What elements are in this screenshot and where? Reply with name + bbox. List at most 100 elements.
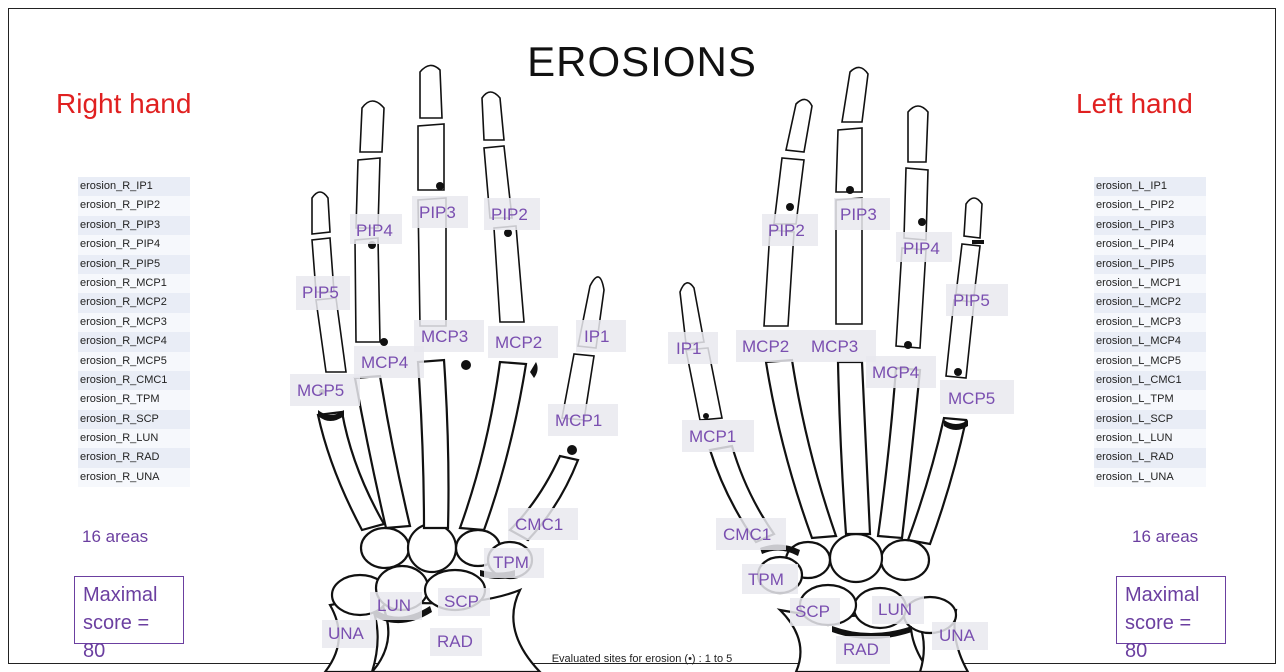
label-l-scp: SCP [795,602,830,621]
left-metacarpal-3 [838,362,870,534]
left-metacarpal-5 [908,418,966,544]
label-r-pip2: PIP2 [491,205,528,224]
variable-list-item: erosion_L_PIP4 [1094,235,1206,254]
left-carpal-hamate [881,540,929,580]
variable-list-item: erosion_R_PIP5 [78,255,190,274]
label-r-pip4: PIP4 [356,221,393,240]
left-phalanx-3-mid [836,128,862,192]
label-r-rad: RAD [437,632,473,651]
right-hand-score-line1: Maximal [83,581,175,609]
variable-list-item: erosion_L_MCP5 [1094,352,1206,371]
variable-list-item: erosion_L_MCP1 [1094,274,1206,293]
right-phalanx-4-dist [360,101,384,152]
left-joint-gap [972,240,984,244]
variable-list-item: erosion_L_LUN [1094,429,1206,448]
variable-list-item: erosion_L_MCP4 [1094,332,1206,351]
label-l-pip4: PIP4 [903,239,940,258]
variable-list-item: erosion_L_MCP3 [1094,313,1206,332]
label-r-una: UNA [328,624,365,643]
right-hand-variable-list: erosion_R_IP1erosion_R_PIP2erosion_R_PIP… [78,177,190,487]
variable-list-item: erosion_L_RAD [1094,448,1206,467]
right-site-dot [436,182,444,190]
left-site-dot [786,203,794,211]
variable-list-item: erosion_R_MCP1 [78,274,190,293]
footnote: Evaluated sites for erosion (•) : 1 to 5 [0,653,1284,665]
right-carpal-hamate [361,528,409,568]
variable-list-item: erosion_L_PIP2 [1094,196,1206,215]
left-metacarpal-2 [766,360,836,538]
variable-list-item: erosion_L_PIP5 [1094,255,1206,274]
right-phalanx-2-prox [494,226,524,322]
left-carpal-capitate [830,534,882,582]
right-site-dot [380,338,388,346]
left-phalanx-4-dist [908,106,928,162]
label-r-mcp1: MCP1 [555,411,602,430]
left-metacarpal-4 [878,368,920,538]
left-site-dot [703,413,709,419]
left-phalanx-5-dist [964,198,982,238]
left-phalanx-2-dist [786,99,812,152]
label-l-mcp3: MCP3 [811,337,858,356]
label-r-mcp5: MCP5 [297,381,344,400]
right-metacarpal-3 [418,360,449,528]
label-l-pip2: PIP2 [768,221,805,240]
left-site-dot [954,368,962,376]
variable-list-item: erosion_L_MCP2 [1094,293,1206,312]
variable-list-item: erosion_R_MCP2 [78,293,190,312]
right-carpal-capitate [408,524,456,572]
right-phalanx-3-mid [418,124,444,190]
right-joint-gap [530,362,538,378]
label-r-scp: SCP [444,592,479,611]
label-l-mcp2: MCP2 [742,337,789,356]
variable-list-item: erosion_R_UNA [78,468,190,487]
variable-list-item: erosion_R_MCP4 [78,332,190,351]
variable-list-item: erosion_R_SCP [78,410,190,429]
right-phalanx-5-dist [312,192,330,234]
right-site-dot [567,445,577,455]
variable-list-item: erosion_R_PIP4 [78,235,190,254]
right-phalanx-4-prox [355,238,380,342]
right-site-dot [504,229,512,237]
variable-list-item: erosion_L_TPM [1094,390,1206,409]
label-r-mcp2: MCP2 [495,333,542,352]
left-phalanx-4-prox [896,248,926,348]
right-hand-heading: Right hand [56,88,191,120]
variable-list-item: erosion_R_RAD [78,448,190,467]
label-l-cmc1: CMC1 [723,525,771,544]
label-r-tpm: TPM [493,553,529,572]
left-site-dot [918,218,926,226]
label-r-cmc1: CMC1 [515,515,563,534]
label-l-tpm: TPM [748,570,784,589]
variable-list-item: erosion_L_PIP3 [1094,216,1206,235]
right-site-dot [461,360,471,370]
variable-list-item: erosion_R_CMC1 [78,371,190,390]
label-l-una: UNA [939,626,976,645]
label-r-pip3: PIP3 [419,203,456,222]
left-hand-max-score-box: Maximal score = 80 [1116,576,1226,644]
label-l-lun: LUN [878,600,912,619]
variable-list-item: erosion_R_PIP2 [78,196,190,215]
variable-list-item: erosion_L_UNA [1094,468,1206,487]
label-l-mcp4: MCP4 [872,363,919,382]
figure-title: EROSIONS [0,38,1284,86]
variable-list-item: erosion_R_LUN [78,429,190,448]
left-hand-variable-list: erosion_L_IP1erosion_L_PIP2erosion_L_PIP… [1094,177,1206,487]
label-r-mcp4: MCP4 [361,353,408,372]
label-l-mcp5: MCP5 [948,389,995,408]
left-hand-skeleton [680,67,984,672]
left-hand-heading: Left hand [1076,88,1193,120]
left-hand-score-line1: Maximal [1125,581,1217,609]
label-r-lun: LUN [377,596,411,615]
right-metacarpal-2 [460,362,526,530]
variable-list-item: erosion_R_IP1 [78,177,190,196]
label-l-mcp1: MCP1 [689,427,736,446]
left-site-dot [904,341,912,349]
variable-list-item: erosion_L_IP1 [1094,177,1206,196]
label-r-ip1: IP1 [584,327,610,346]
label-l-pip3: PIP3 [840,205,877,224]
right-hand-max-score-box: Maximal score = 80 [74,576,184,644]
left-phalanx-4-mid [904,168,928,240]
variable-list-item: erosion_R_PIP3 [78,216,190,235]
right-hand-areas-count: 16 areas [82,527,148,547]
variable-list-item: erosion_L_CMC1 [1094,371,1206,390]
